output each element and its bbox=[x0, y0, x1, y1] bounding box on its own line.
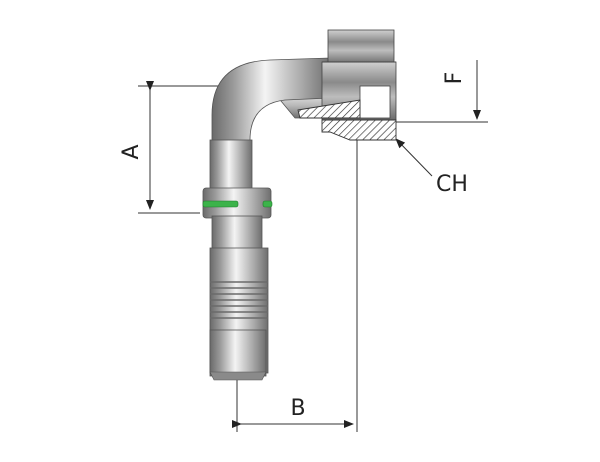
nut-hex-top bbox=[327, 29, 395, 65]
tail-serrations bbox=[210, 281, 268, 319]
tail-chamfer bbox=[209, 371, 267, 381]
nut-section-hatch bbox=[321, 119, 397, 141]
nut-bore bbox=[359, 85, 391, 119]
tail-end bbox=[209, 329, 267, 377]
dim-ch-leader bbox=[395, 138, 433, 177]
dim-a-label: A bbox=[119, 144, 144, 159]
dim-f-label: F bbox=[442, 72, 467, 85]
neck bbox=[211, 215, 263, 251]
nipple-section-hatch bbox=[297, 99, 361, 119]
fitting-body bbox=[202, 29, 397, 381]
o-ring-right bbox=[262, 200, 273, 208]
dim-ch-label: CH bbox=[436, 172, 468, 197]
dim-b-label: B bbox=[290, 396, 305, 421]
o-ring bbox=[202, 200, 239, 208]
pipe-upper bbox=[209, 139, 253, 193]
